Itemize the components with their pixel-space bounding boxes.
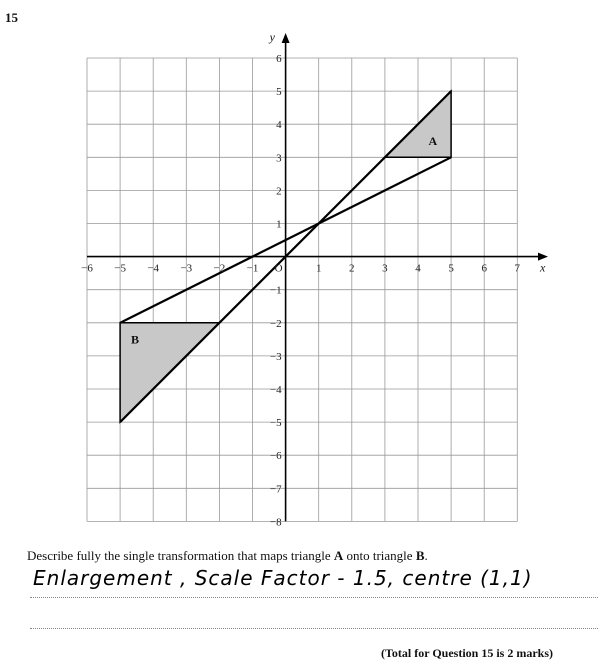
question-number: 15 — [5, 10, 18, 25]
x-tick-label: −5 — [114, 263, 126, 275]
y-tick-label: −1 — [270, 285, 282, 297]
x-tick-label: 3 — [382, 263, 388, 275]
x-tick-label: −4 — [147, 263, 159, 275]
triangle-label-a: A — [429, 134, 438, 148]
y-tick-label: −6 — [270, 450, 282, 462]
triangle-label-b: B — [131, 332, 139, 346]
question-prompt: Describe fully the single transformation… — [27, 548, 428, 563]
x-tick-label: 2 — [349, 263, 355, 275]
y-tick-label: −4 — [270, 384, 282, 396]
y-tick-label: 5 — [276, 86, 282, 98]
handwritten-answer: Enlargement , Scale Factor - 1.5, centre… — [33, 566, 533, 590]
tick-labels: −6 −5 −4 −3 −2 −1 O 1 2 3 4 5 6 7 6 5 4 3 2 1 −1 −2 −3 −4 −5 −6 −7… — [81, 53, 520, 528]
x-tick-label: −6 — [81, 263, 93, 275]
axes: xy — [87, 30, 548, 522]
answer-line-2 — [30, 628, 598, 629]
y-tick-label: −3 — [270, 351, 282, 363]
y-tick-label: −8 — [270, 516, 282, 528]
x-tick-label: −3 — [180, 263, 192, 275]
answer-line-1 — [30, 597, 598, 598]
y-tick-label: −5 — [270, 417, 282, 429]
grid-lines — [86, 57, 518, 522]
x-tick-label: 5 — [448, 263, 454, 275]
x-tick-label: 1 — [316, 263, 322, 275]
y-axis-label: y — [269, 30, 276, 44]
x-tick-label: −2 — [214, 263, 226, 275]
x-tick-label: 6 — [481, 263, 487, 275]
x-tick-label: 7 — [515, 263, 521, 275]
y-tick-label: 3 — [276, 152, 282, 164]
y-tick-label: 2 — [276, 185, 282, 197]
x-tick-label: −1 — [247, 263, 259, 275]
x-tick-label: 4 — [415, 263, 421, 275]
y-tick-label: 4 — [276, 119, 282, 131]
x-tick-label: O — [275, 263, 283, 275]
x-axis-arrow — [538, 252, 548, 261]
y-tick-label: 6 — [276, 53, 282, 65]
y-axis-arrow — [281, 33, 290, 43]
y-tick-label: 1 — [276, 219, 282, 231]
total-marks: (Total for Question 15 is 2 marks) — [380, 646, 553, 660]
y-tick-label: −7 — [270, 483, 282, 495]
y-tick-label: −2 — [270, 318, 282, 330]
x-axis-label: x — [539, 261, 546, 275]
